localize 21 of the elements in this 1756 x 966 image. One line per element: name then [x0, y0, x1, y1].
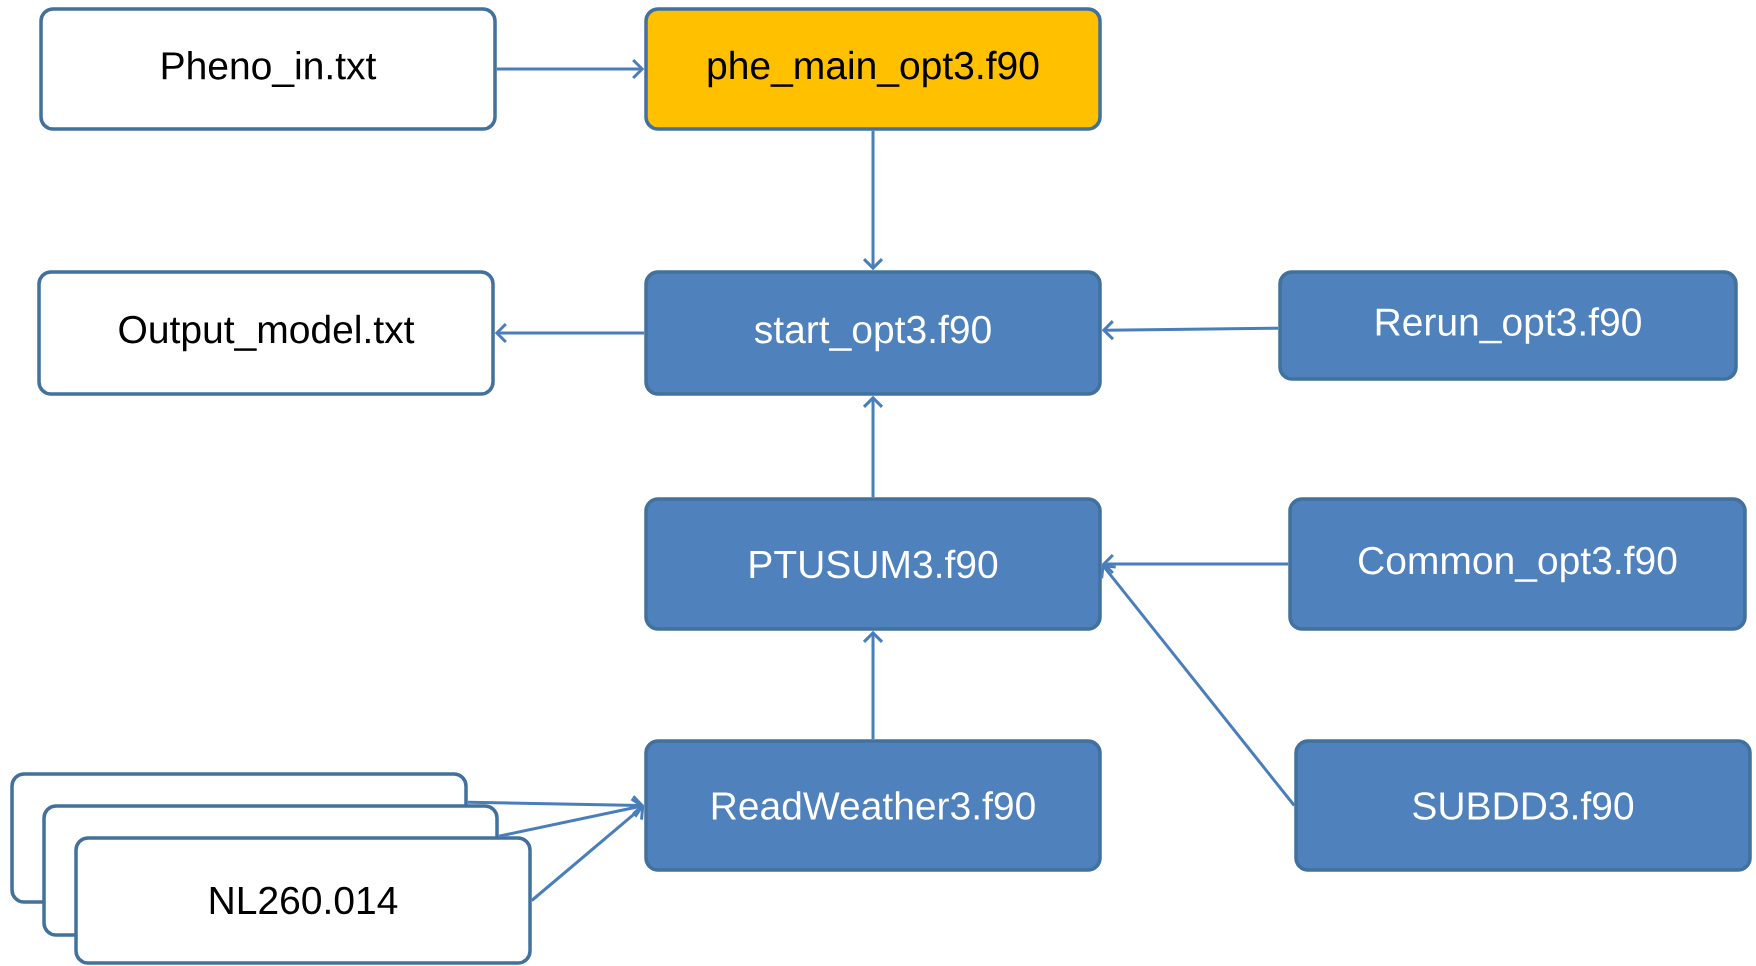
- file-box: PTUSUM3.f90: [644, 497, 1102, 631]
- arrow: [494, 322, 645, 344]
- arrow: [1100, 564, 1296, 807]
- file-box: Pheno_in.txt: [39, 7, 497, 131]
- arrow: [862, 630, 884, 740]
- arrow: [862, 130, 884, 271]
- file-box: Common_opt3.f90: [1288, 497, 1747, 631]
- arrow: [530, 804, 645, 902]
- arrow: [862, 395, 884, 498]
- arrow: [498, 797, 645, 838]
- arrow: [496, 58, 645, 80]
- file-box: Output_model.txt: [37, 270, 495, 396]
- arrow: [467, 795, 645, 816]
- arrow: [1101, 320, 1279, 341]
- file-box: NL260.014: [74, 836, 532, 965]
- file-box: ReadWeather3.f90: [644, 739, 1102, 872]
- file-box: phe_main_opt3.f90: [644, 7, 1102, 131]
- file-box: SUBDD3.f90: [1294, 739, 1752, 872]
- arrow: [1101, 553, 1289, 575]
- file-box: start_opt3.f90: [644, 270, 1102, 396]
- file-box: Rerun_opt3.f90: [1278, 270, 1738, 381]
